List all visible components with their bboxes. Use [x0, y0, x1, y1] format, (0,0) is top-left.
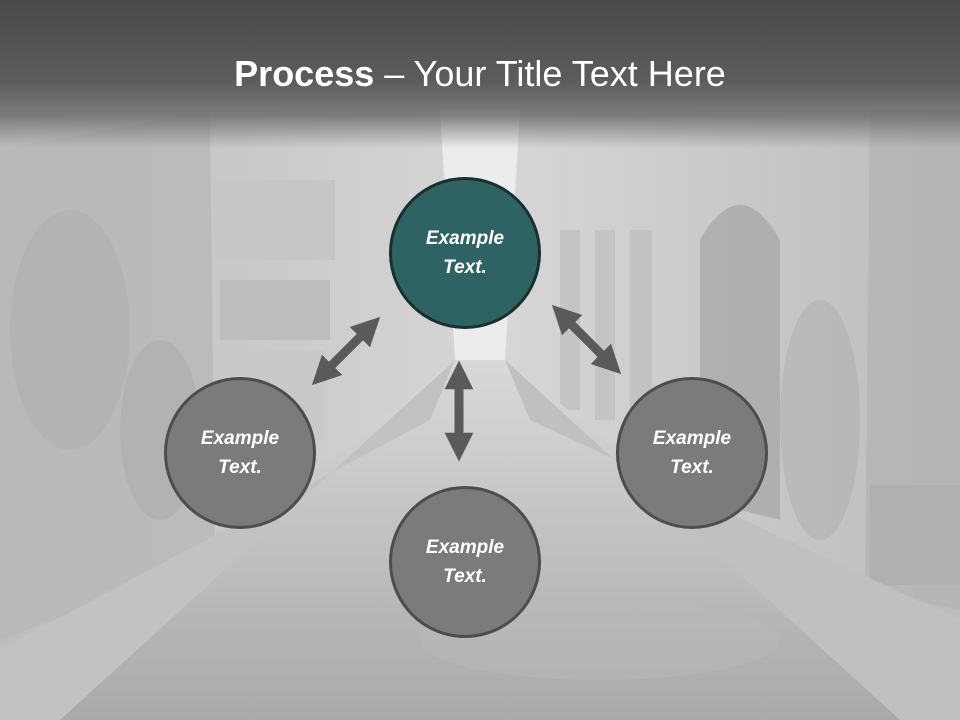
node-bottom-label: Example Text. [425, 537, 505, 587]
process-node-top: Example Text. [389, 177, 541, 329]
process-node-bottom: Example Text. [389, 486, 541, 638]
title-rest-part: – Your Title Text Here [374, 53, 726, 94]
arrow-top-left-icon [311, 316, 381, 386]
title-band [0, 0, 960, 148]
node-left-label: Example Text. [200, 428, 280, 478]
slide-title: Process – Your Title Text Here [0, 52, 960, 96]
arrow-top-right-icon [551, 304, 622, 375]
node-right-label: Example Text. [652, 428, 732, 478]
process-node-right: Example Text. [616, 377, 768, 529]
process-node-left: Example Text. [164, 377, 316, 529]
title-bold-part: Process [234, 53, 375, 94]
node-top-label: Example Text. [425, 228, 505, 278]
